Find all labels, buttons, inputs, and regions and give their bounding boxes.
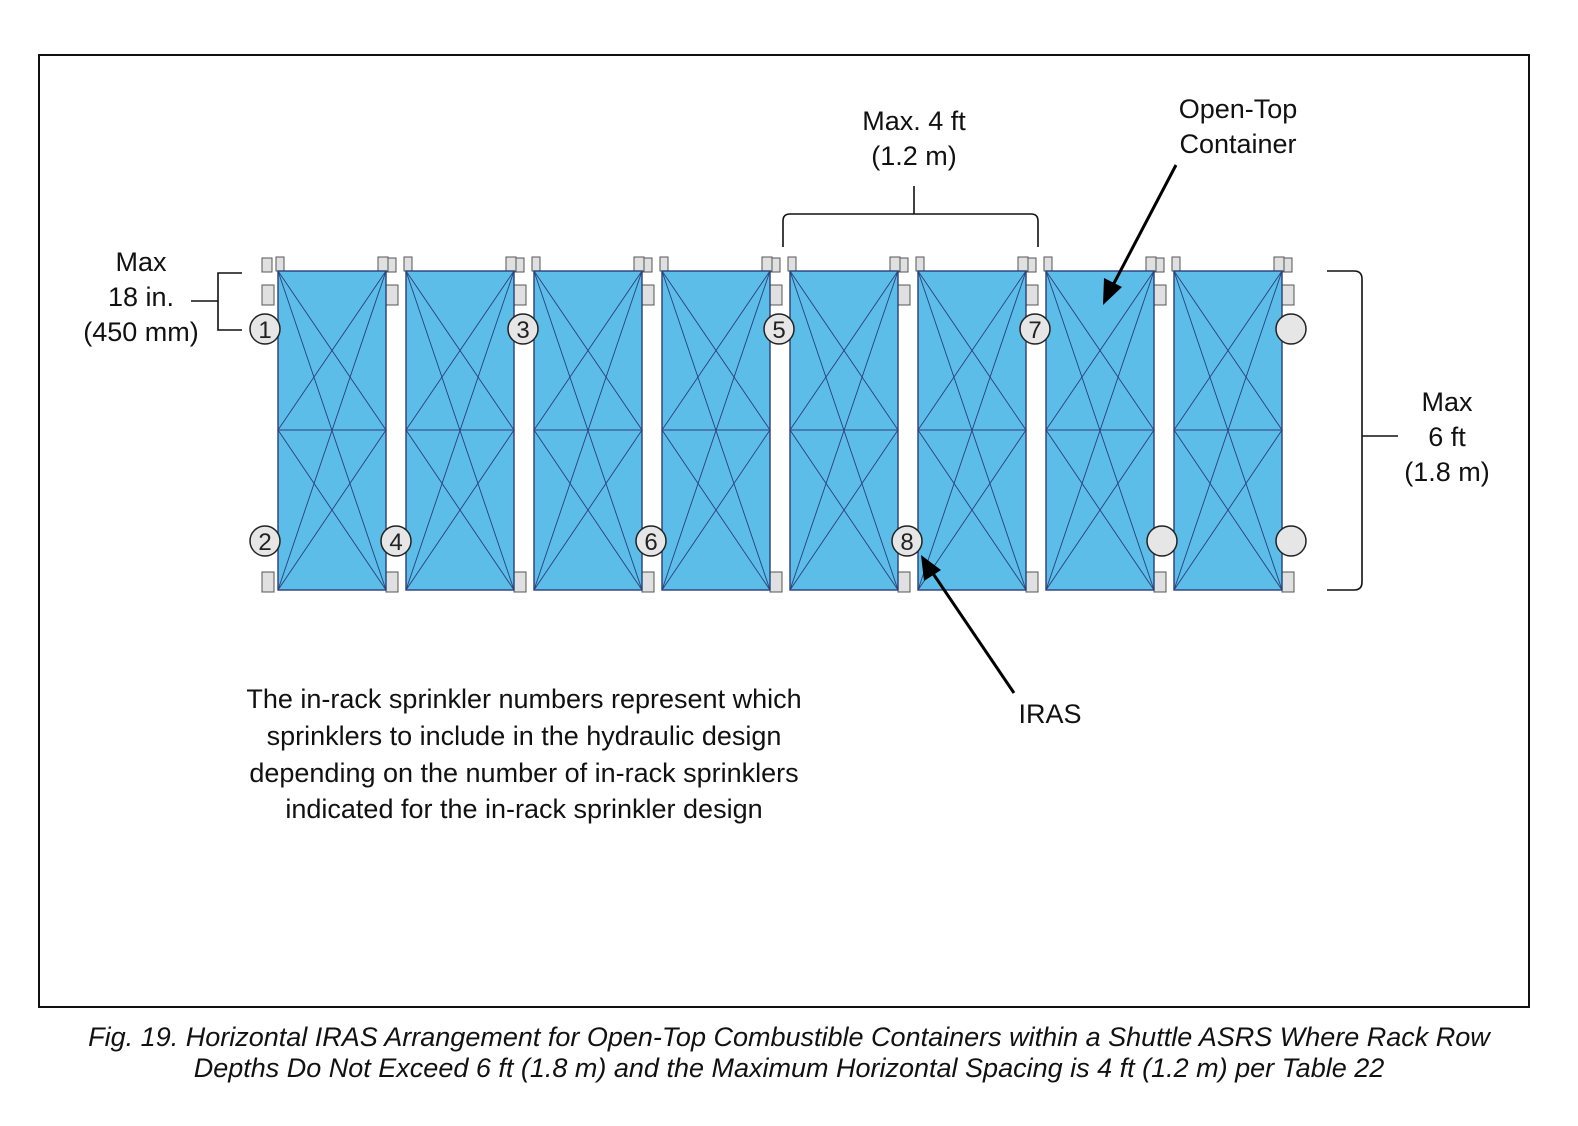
sprinkler-2 — [249, 525, 281, 557]
sprinkler-8 — [891, 525, 923, 557]
rack-upright — [261, 571, 275, 593]
rack-upright — [1281, 284, 1295, 306]
rack-upright — [1153, 571, 1167, 593]
rack-upright — [1281, 571, 1295, 593]
container-4 — [661, 270, 771, 591]
rack-upright — [1025, 571, 1039, 593]
sprinkler-4-number: 4 — [389, 529, 402, 556]
open-top-label-line2: Container — [1179, 129, 1296, 159]
note-line-3: depending on the number of in-rack sprin… — [249, 758, 798, 788]
rack-upright — [261, 284, 275, 306]
sprinkler-2-number: 2 — [258, 529, 271, 556]
max-6ft-bracket — [1327, 270, 1398, 591]
rack-upright — [641, 284, 655, 306]
caption-line-1: Fig. 19. Horizontal IRAS Arrangement for… — [88, 1022, 1490, 1052]
note-line-1: The in-rack sprinkler numbers represent … — [246, 684, 801, 714]
max-4ft-bracket — [782, 186, 1039, 247]
max-18in-label-line2: 18 in. — [108, 282, 174, 312]
sprinkler-unnumbered — [1275, 313, 1307, 345]
rack-upright — [1043, 256, 1053, 272]
rack-upright — [1273, 256, 1285, 272]
container-3 — [533, 270, 643, 591]
rack-upright — [377, 256, 389, 272]
containers — [277, 270, 1283, 591]
rack-upright — [641, 571, 655, 593]
iras-label: IRAS — [1018, 699, 1081, 729]
container-1 — [277, 270, 387, 591]
max-6ft-label-line3: (1.8 m) — [1404, 457, 1490, 487]
sprinkler-6-number: 6 — [644, 529, 657, 556]
rack-upright — [1171, 256, 1181, 272]
caption-line-2: Depths Do Not Exceed 6 ft (1.8 m) and th… — [193, 1053, 1385, 1083]
max-6ft-label-line1: Max — [1421, 387, 1473, 417]
rack-upright — [787, 256, 797, 272]
figure-caption: Fig. 19. Horizontal IRAS Arrangement for… — [40, 1022, 1538, 1084]
rack-upright — [915, 256, 925, 272]
max-18in-label-line1: Max — [115, 247, 167, 277]
rack-upright — [769, 571, 783, 593]
rack-upright — [897, 571, 911, 593]
sprinkler-8-number: 8 — [900, 529, 913, 556]
iras-arrow — [921, 555, 1016, 694]
rack-upright — [1153, 284, 1167, 306]
rack-upright — [1145, 256, 1157, 272]
open-top-label-line1: Open-Top — [1179, 94, 1298, 124]
sprinkler-1 — [249, 313, 281, 345]
rack-upright — [1025, 284, 1039, 306]
figure-frame — [38, 54, 1530, 1008]
sprinkler-3 — [507, 313, 539, 345]
rack-upright — [385, 284, 399, 306]
rack-upright — [513, 571, 527, 593]
max-4ft-label-line2: (1.2 m) — [871, 141, 957, 171]
rack-upright — [275, 256, 285, 272]
rack-upright — [403, 256, 413, 272]
sprinkler-5-number: 5 — [772, 317, 785, 344]
max-18in-bracket — [191, 272, 242, 331]
rack-upright — [659, 256, 669, 272]
sprinkler-unnumbered — [1275, 525, 1307, 557]
rack-upright — [769, 284, 783, 306]
max-6ft-label-line2: 6 ft — [1428, 422, 1466, 452]
rack-upright — [889, 256, 901, 272]
rack-upright — [1017, 256, 1029, 272]
rack-upright — [531, 256, 541, 272]
rack-upright — [385, 571, 399, 593]
sprinkler-7-number: 7 — [1028, 317, 1041, 344]
note-line-4: indicated for the in-rack sprinkler desi… — [285, 794, 762, 824]
rack-upright — [261, 257, 273, 273]
note-line-2: sprinklers to include in the hydraulic d… — [267, 721, 782, 751]
sprinklers: 1 2 3 4 5 6 7 8 — [249, 313, 1307, 557]
sprinkler-6 — [635, 525, 667, 557]
max-18in-label-line3: (450 mm) — [83, 317, 199, 347]
rack-upright — [505, 256, 517, 272]
rack-upright — [897, 284, 911, 306]
container-2 — [405, 270, 515, 591]
sprinkler-5 — [763, 313, 795, 345]
rack-upright — [513, 284, 527, 306]
rack-upright — [633, 256, 645, 272]
sprinkler-4 — [380, 525, 412, 557]
sprinkler-unnumbered — [1146, 525, 1178, 557]
sprinkler-1-number: 1 — [258, 317, 271, 344]
container-7 — [1045, 270, 1155, 591]
sprinkler-3-number: 3 — [516, 317, 529, 344]
sprinkler-7 — [1019, 313, 1051, 345]
container-6 — [917, 270, 1027, 591]
container-5 — [789, 270, 899, 591]
rack-upright — [761, 256, 773, 272]
open-top-arrow — [1103, 164, 1178, 305]
container-8 — [1173, 270, 1283, 591]
max-4ft-label-line1: Max. 4 ft — [862, 106, 966, 136]
